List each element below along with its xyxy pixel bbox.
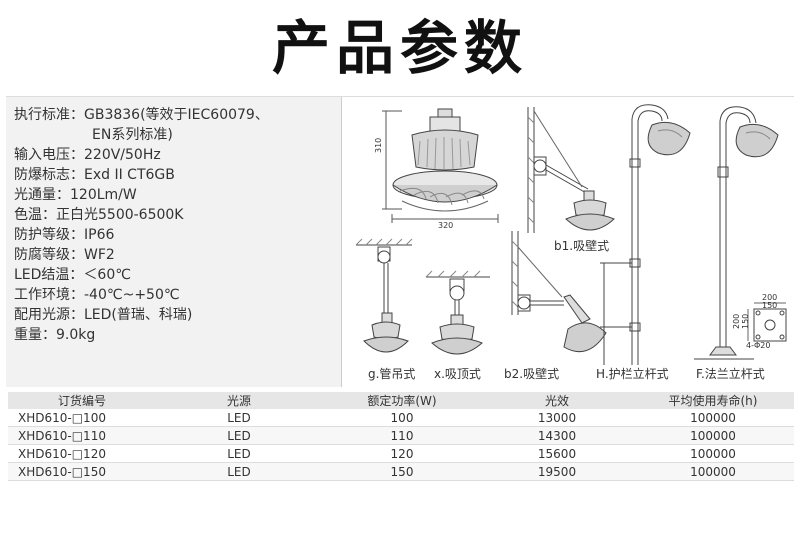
flange-pole-drawing bbox=[694, 106, 779, 360]
table-cell: 100000 bbox=[632, 409, 794, 427]
caption-pipe-hanging: g.管吊式 bbox=[368, 367, 416, 381]
guardrail-pole-drawing bbox=[600, 104, 691, 365]
spec-row: 防爆标志：Exd II CT6GB bbox=[14, 165, 344, 185]
table-cell: 100000 bbox=[632, 444, 794, 463]
spec-value: WF2 bbox=[84, 247, 115, 263]
caption-guardrail-pole: H.护栏立杆式 bbox=[596, 367, 669, 381]
lamp-front-view bbox=[392, 108, 498, 212]
panel-divider bbox=[341, 97, 342, 387]
wall-mount-b2-drawing bbox=[511, 231, 607, 353]
spec-value: 220V/50Hz bbox=[84, 147, 161, 163]
table-row: XHD610-□100 LED 100 13000 100000 bbox=[8, 409, 794, 427]
spec-label: LED结温： bbox=[14, 267, 84, 283]
flange-dim-top-inner: 150 bbox=[762, 301, 778, 310]
spec-value: 120Lm/W bbox=[70, 187, 137, 203]
flange-plate-detail bbox=[747, 302, 787, 342]
spec-value: ＜60℃ bbox=[83, 267, 131, 283]
table-cell: XHD610-□100 bbox=[8, 409, 156, 427]
table-cell: XHD610-□150 bbox=[8, 462, 156, 481]
table-cell: XHD610-□110 bbox=[8, 426, 156, 445]
spec-label: 防腐等级： bbox=[14, 247, 84, 263]
table-cell: 120 bbox=[322, 444, 482, 463]
spec-row: 色温：正白光5500-6500K bbox=[14, 205, 344, 225]
dimension-width: 320 bbox=[438, 221, 454, 230]
spec-value: EN系列标准) bbox=[92, 127, 173, 143]
spec-row: 工作环境：-40℃~+50℃ bbox=[14, 285, 344, 305]
table-cell: LED bbox=[156, 426, 322, 445]
table-cell: 100000 bbox=[632, 462, 794, 481]
caption-flange-pole: F.法兰立杆式 bbox=[696, 367, 765, 381]
table-row: XHD610-□150 LED 150 19500 100000 bbox=[8, 462, 794, 481]
table-cell: LED bbox=[156, 444, 322, 463]
table-cell: 100 bbox=[322, 409, 482, 427]
dimension-lines bbox=[382, 110, 499, 223]
flange-bolt-holes: 4-Φ20 bbox=[746, 341, 771, 350]
table-header: 平均使用寿命(h) bbox=[632, 392, 794, 409]
spec-label: 防护等级： bbox=[14, 227, 84, 243]
table-cell: 100000 bbox=[632, 426, 794, 445]
spec-value: -40℃~+50℃ bbox=[84, 287, 180, 303]
spec-row: EN系列标准) bbox=[14, 125, 344, 145]
order-table: 订货编号 光源 额定功率(W) 光效 平均使用寿命(h) XHD610-□100… bbox=[8, 392, 794, 481]
table-cell: XHD610-□120 bbox=[8, 444, 156, 463]
spec-value: IP66 bbox=[84, 227, 115, 243]
table-cell: LED bbox=[156, 409, 322, 427]
spec-panel: 执行标准：GB3836(等效于IEC60079、 EN系列标准) 输入电压：22… bbox=[6, 96, 794, 387]
spec-row: 光通量：120Lm/W bbox=[14, 185, 344, 205]
spec-row: 配用光源：LED(普瑞、科瑞) bbox=[14, 305, 344, 325]
spec-label: 光通量： bbox=[14, 187, 70, 203]
installation-drawings: 310 320 200 150 200 150 4-Φ20 g.管吊式 x.吸顶… bbox=[342, 97, 794, 387]
table-cell: 13000 bbox=[482, 409, 632, 427]
spec-value: LED(普瑞、科瑞) bbox=[84, 307, 193, 323]
flange-dim-side-inner: 150 bbox=[741, 313, 750, 329]
spec-row: LED结温：＜60℃ bbox=[14, 265, 344, 285]
spec-label: 输入电压： bbox=[14, 147, 84, 163]
table-cell: 110 bbox=[322, 426, 482, 445]
spec-row: 防腐等级：WF2 bbox=[14, 245, 344, 265]
spec-row: 防护等级：IP66 bbox=[14, 225, 344, 245]
table-header-row: 订货编号 光源 额定功率(W) 光效 平均使用寿命(h) bbox=[8, 392, 794, 409]
spec-value: 正白光5500-6500K bbox=[56, 207, 184, 223]
spec-row: 输入电压：220V/50Hz bbox=[14, 145, 344, 165]
spec-label: 执行标准： bbox=[14, 107, 84, 123]
spec-label: 配用光源： bbox=[14, 307, 84, 323]
caption-ceiling-mount: x.吸顶式 bbox=[434, 367, 481, 381]
caption-wall-mount-b1: b1.吸壁式 bbox=[554, 239, 610, 253]
flange-dim-top: 200 bbox=[762, 293, 778, 302]
page-title: 产品参数 bbox=[271, 14, 528, 82]
spec-label: 工作环境： bbox=[14, 287, 84, 303]
spec-list: 执行标准：GB3836(等效于IEC60079、 EN系列标准) 输入电压：22… bbox=[14, 105, 344, 345]
ceiling-mount-drawing bbox=[425, 270, 490, 355]
spec-row: 重量：9.0kg bbox=[14, 325, 344, 345]
table-header: 光源 bbox=[156, 392, 322, 409]
spec-value: 9.0kg bbox=[56, 327, 96, 343]
wall-mount-b1-drawing bbox=[527, 107, 615, 233]
table-header: 订货编号 bbox=[8, 392, 156, 409]
spec-label: 色温： bbox=[14, 207, 56, 223]
spec-value: Exd II CT6GB bbox=[84, 167, 175, 183]
table-cell: 150 bbox=[322, 462, 482, 481]
table-cell: 14300 bbox=[482, 426, 632, 445]
spec-value: GB3836(等效于IEC60079、 bbox=[84, 107, 269, 123]
dimension-height: 310 bbox=[374, 137, 383, 153]
table-cell: 19500 bbox=[482, 462, 632, 481]
spec-label: 重量： bbox=[14, 327, 56, 343]
table-row: XHD610-□120 LED 120 15600 100000 bbox=[8, 444, 794, 463]
table-header: 额定功率(W) bbox=[322, 392, 482, 409]
flange-dim-side: 200 bbox=[732, 313, 741, 329]
drawing-canvas bbox=[355, 104, 787, 365]
spec-row: 执行标准：GB3836(等效于IEC60079、 bbox=[14, 105, 344, 125]
table-cell: LED bbox=[156, 462, 322, 481]
table-cell: 15600 bbox=[482, 444, 632, 463]
caption-wall-mount-b2: b2.吸壁式 bbox=[504, 367, 560, 381]
table-header: 光效 bbox=[482, 392, 632, 409]
table-row: XHD610-□110 LED 110 14300 100000 bbox=[8, 426, 794, 445]
pipe-hanging-drawing bbox=[355, 238, 413, 353]
spec-label: 防爆标志： bbox=[14, 167, 84, 183]
